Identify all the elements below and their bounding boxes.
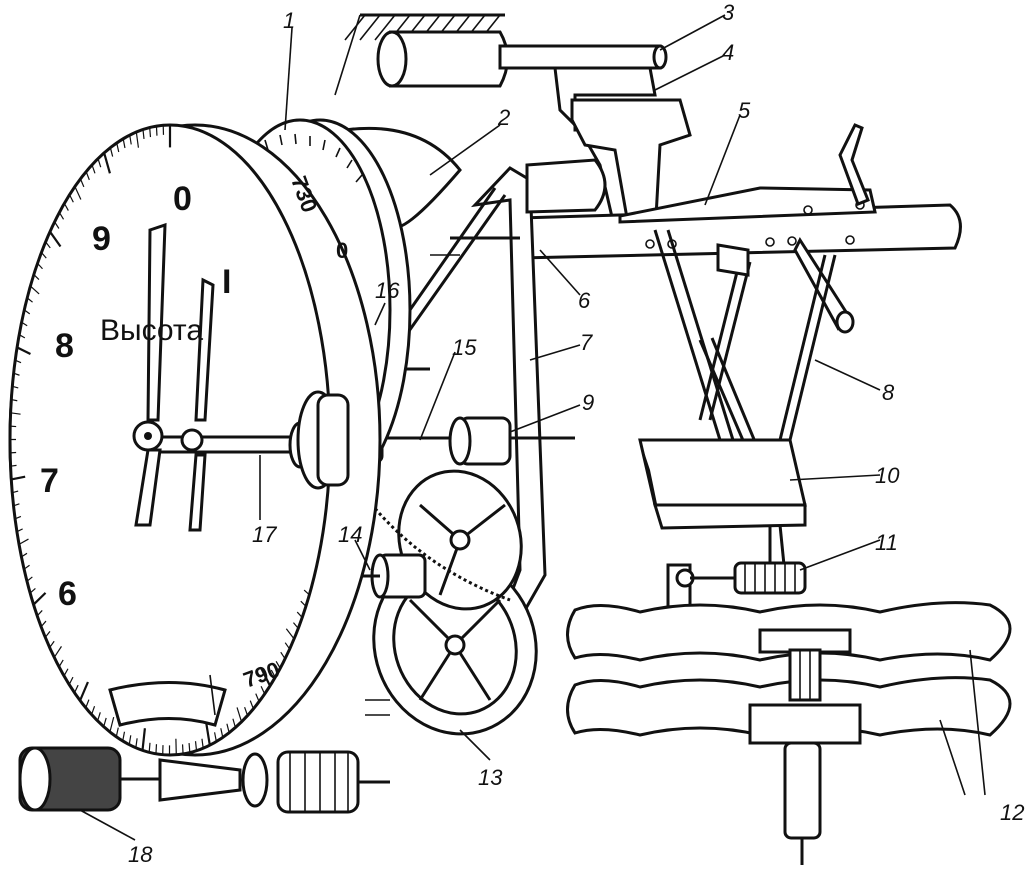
callout-9: 9 — [582, 390, 594, 415]
callout-5: 5 — [738, 98, 751, 123]
callout-16: 16 — [375, 278, 400, 303]
callout-1: 1 — [283, 8, 295, 33]
callout-15: 15 — [452, 335, 477, 360]
dial-word-altitude: Высота — [100, 314, 203, 347]
callout-14: 14 — [338, 522, 362, 547]
platform-part-10 — [640, 440, 805, 575]
secondary-dial-zero: 0 — [336, 238, 348, 263]
callout-18: 18 — [128, 842, 153, 867]
dial-tick — [149, 743, 150, 753]
dial-digit-6: 6 — [58, 575, 77, 613]
dial-tick — [11, 465, 17, 466]
callout-13: 13 — [478, 765, 503, 790]
dial-tick — [156, 744, 157, 754]
callout-8: 8 — [882, 380, 895, 405]
callout-2: 2 — [497, 105, 510, 130]
aneroid-capsules — [568, 603, 1011, 865]
callout-7: 7 — [580, 330, 593, 355]
callout-17: 17 — [252, 522, 277, 547]
callout-10: 10 — [875, 463, 900, 488]
callout-4: 4 — [722, 40, 734, 65]
callout-3: 3 — [722, 0, 735, 25]
dial-tick — [189, 743, 190, 753]
dial-digit-9: 9 — [92, 220, 111, 258]
dial-digit-8: 8 — [55, 327, 74, 365]
callout-12: 12 — [1000, 800, 1024, 825]
dial-digit-7: 7 — [40, 462, 59, 500]
dial-tick — [156, 126, 157, 136]
callout-11: 11 — [875, 530, 898, 555]
dial-digit-0: 0 — [173, 180, 192, 218]
callout-6: 6 — [578, 288, 591, 313]
dial-tick — [150, 128, 151, 138]
dial-marker-I: I — [222, 263, 231, 301]
